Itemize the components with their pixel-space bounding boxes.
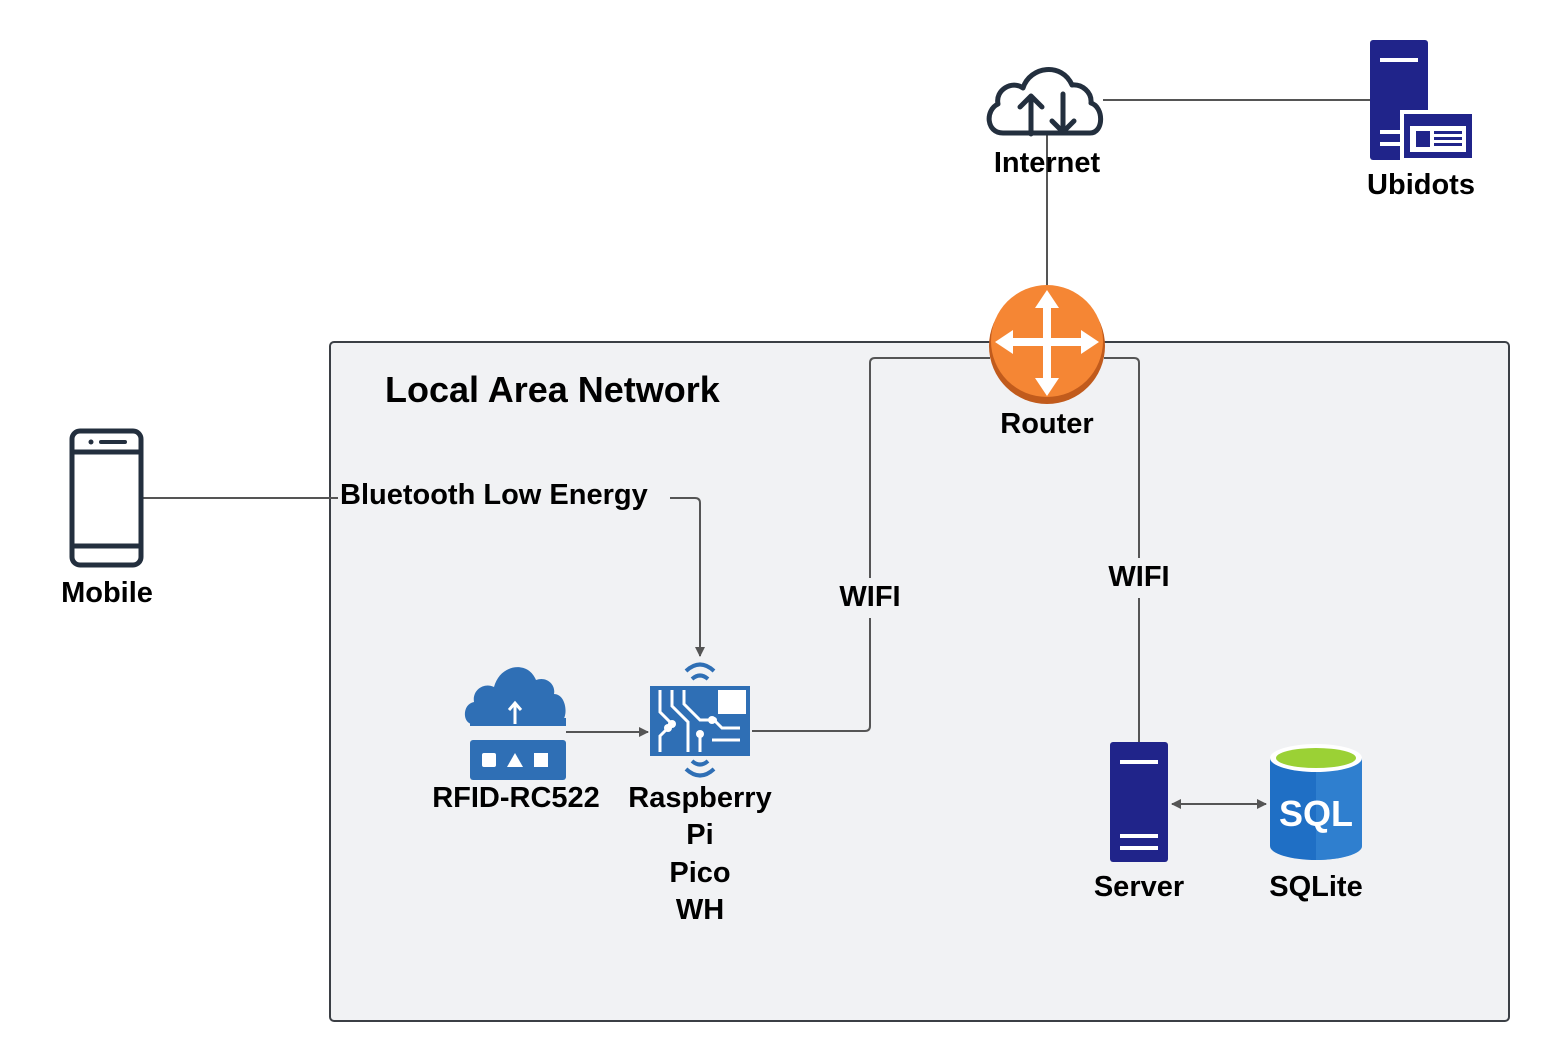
server-label: Server [1094, 871, 1184, 903]
edge-router-pico [752, 357, 990, 732]
router-label: Router [1000, 408, 1093, 440]
edge-mobile-pico [143, 497, 705, 657]
smartphone-icon [69, 428, 144, 568]
sql-database-icon: SQL [1270, 744, 1362, 860]
pico-label-line1: Raspberry [628, 782, 771, 814]
wireless-circuit-board-icon [650, 662, 750, 778]
router-icon [989, 285, 1105, 404]
server-tower-icon [1110, 742, 1168, 862]
sqlite-label: SQLite [1269, 871, 1362, 903]
server-with-window-icon [1370, 40, 1476, 162]
cloud-iot-gateway-icon [464, 667, 566, 780]
ubidots-label: Ubidots [1367, 169, 1475, 201]
rfid-label: RFID-RC522 [432, 782, 600, 814]
edge-label-wifi-server: WIFI [1108, 561, 1169, 593]
lan-title: Local Area Network [385, 369, 721, 410]
internet-label: Internet [994, 147, 1101, 179]
connectors [143, 99, 1372, 809]
svg-text:SQL: SQL [1279, 793, 1353, 834]
pico-label-line4: WH [676, 894, 724, 926]
mobile-label: Mobile [61, 577, 153, 609]
edge-label-wifi-pico: WIFI [839, 581, 900, 613]
pico-label-line2: Pi [686, 819, 713, 851]
edge-label-ble: Bluetooth Low Energy [340, 479, 648, 511]
cloud-upload-download-icon [986, 67, 1104, 137]
edge-router-server [1104, 357, 1140, 742]
pico-label-line3: Pico [669, 857, 730, 889]
